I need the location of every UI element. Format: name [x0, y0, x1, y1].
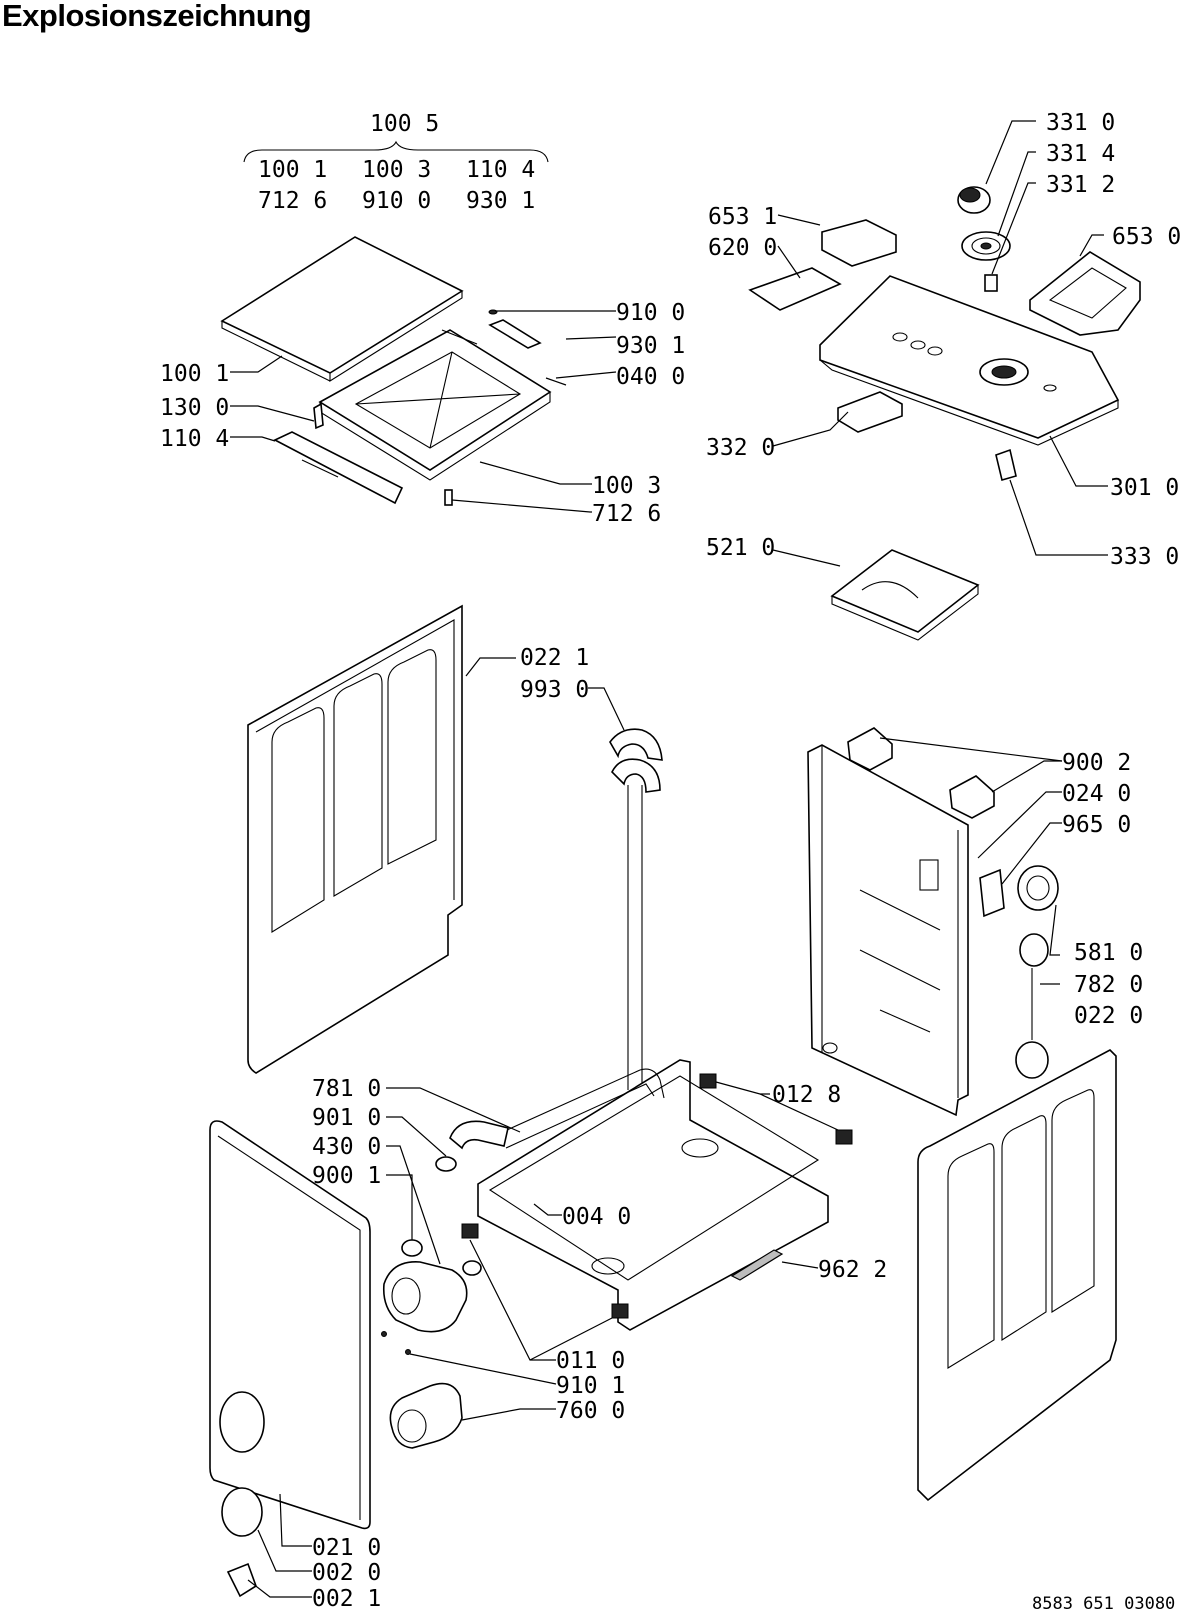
filter-part	[979, 868, 1005, 918]
part-label: 430 0	[312, 1134, 381, 1160]
part-label: 581 0	[1074, 940, 1143, 966]
part-label: 301 0	[1110, 475, 1179, 501]
kit-item-label: 712 6	[258, 188, 327, 214]
part-label: 781 0	[312, 1076, 381, 1102]
part-label: 521 0	[706, 535, 775, 561]
part-label: 002 1	[312, 1586, 381, 1612]
base-frame	[477, 1059, 829, 1331]
hose-pipe	[627, 785, 643, 1090]
foot-part	[461, 1223, 479, 1239]
hinge-part	[313, 402, 324, 430]
part-label: 012 8	[772, 1082, 841, 1108]
part-label: 900 2	[1062, 750, 1131, 776]
part-label: 620 0	[708, 235, 777, 261]
clip-part	[949, 775, 995, 819]
kit-item-label: 930 1	[466, 188, 535, 214]
kit-bracket	[243, 140, 549, 163]
part-label: 910 1	[556, 1373, 625, 1399]
part-label: 782 0	[1074, 972, 1143, 998]
document-number: 8583 651 03080	[1032, 1594, 1175, 1614]
cover-hinge	[226, 1562, 257, 1598]
part-label: 040 0	[616, 364, 685, 390]
part-label: 901 0	[312, 1105, 381, 1131]
part-label: 331 0	[1046, 110, 1115, 136]
part-label: 331 2	[1046, 172, 1115, 198]
screw-part	[405, 1349, 411, 1355]
part-label: 930 1	[616, 333, 685, 359]
pump-housing	[382, 1261, 468, 1333]
part-label: 332 0	[706, 435, 775, 461]
part-label: 022 1	[520, 645, 589, 671]
hose-clamp	[435, 1156, 457, 1172]
kit-item-label: 100 3	[362, 157, 431, 183]
hose-clip	[609, 728, 663, 761]
gasket-part	[401, 1239, 423, 1257]
drain-filter	[389, 1382, 463, 1449]
part-label: 100 3	[592, 473, 661, 499]
part-label: 130 0	[160, 395, 229, 421]
part-label: 653 0	[1112, 224, 1181, 250]
latch-part	[444, 489, 453, 506]
part-label: 900 1	[312, 1163, 381, 1189]
part-label: 024 0	[1062, 781, 1131, 807]
door-opening	[219, 1391, 265, 1453]
clip-strip	[488, 319, 542, 349]
part-label: 110 4	[160, 426, 229, 452]
foot-part	[835, 1129, 853, 1145]
right-side-panel	[917, 1049, 1117, 1502]
part-label: 993 0	[520, 677, 589, 703]
control-panel-assembly: 331 0 331 4 331 2 653 1 620 0 653 0 332 …	[706, 110, 1181, 641]
seal-ring	[1015, 1041, 1049, 1079]
part-label: 004 0	[562, 1204, 631, 1230]
part-label: 653 1	[708, 204, 777, 230]
small-buttons	[995, 448, 1017, 481]
kit-main-label: 100 5	[370, 111, 439, 137]
kit-group: 100 5 100 1 100 3 110 4 712 6 910 0 930 …	[243, 111, 549, 214]
foot-part	[699, 1073, 717, 1089]
page-title: Explosionszeichnung	[2, 0, 312, 33]
left-side-panel	[247, 604, 463, 1074]
electronic-module	[830, 549, 980, 633]
kit-item-label: 910 0	[362, 188, 431, 214]
part-label: 333 0	[1110, 544, 1179, 570]
screw-part	[381, 1331, 387, 1337]
kit-item-label: 100 1	[258, 157, 327, 183]
part-label: 910 0	[616, 300, 685, 326]
middle-section: 022 1 993 0 900 2 024 0 965 0 581 0 782 …	[247, 604, 1143, 1117]
part-label: 100 1	[160, 361, 229, 387]
part-label: 011 0	[556, 1348, 625, 1374]
hose-elbow	[611, 758, 661, 793]
part-label: 331 4	[1046, 141, 1115, 167]
button-block	[837, 391, 903, 433]
seal-ring	[1019, 933, 1049, 967]
part-label: 021 0	[312, 1535, 381, 1561]
filter-cover	[221, 1487, 263, 1537]
part-label: 712 6	[592, 501, 661, 527]
part-label: 002 0	[312, 1560, 381, 1586]
hose-bend	[449, 1120, 509, 1150]
circuit-board	[748, 267, 842, 311]
kit-item-label: 110 4	[466, 157, 535, 183]
drain-hose	[497, 1068, 665, 1149]
top-lid-assembly: 910 0 930 1 040 0 100 1 130 0 110 4 100 …	[160, 236, 685, 527]
bottom-section: 781 0 901 0 430 0 900 1 012 8 004 0 962 …	[209, 1049, 1117, 1612]
pump-part	[1017, 865, 1059, 911]
support-frame	[1029, 251, 1141, 336]
bracket-part	[821, 219, 897, 267]
handle-strip	[273, 431, 404, 505]
rear-panel	[807, 744, 969, 1117]
spindle-part	[984, 274, 998, 292]
part-label: 965 0	[1062, 812, 1131, 838]
foot-part	[611, 1303, 629, 1319]
strip-part	[730, 1249, 784, 1281]
part-label: 022 0	[1074, 1003, 1143, 1029]
part-label: 962 2	[818, 1257, 887, 1283]
part-label: 760 0	[556, 1398, 625, 1424]
